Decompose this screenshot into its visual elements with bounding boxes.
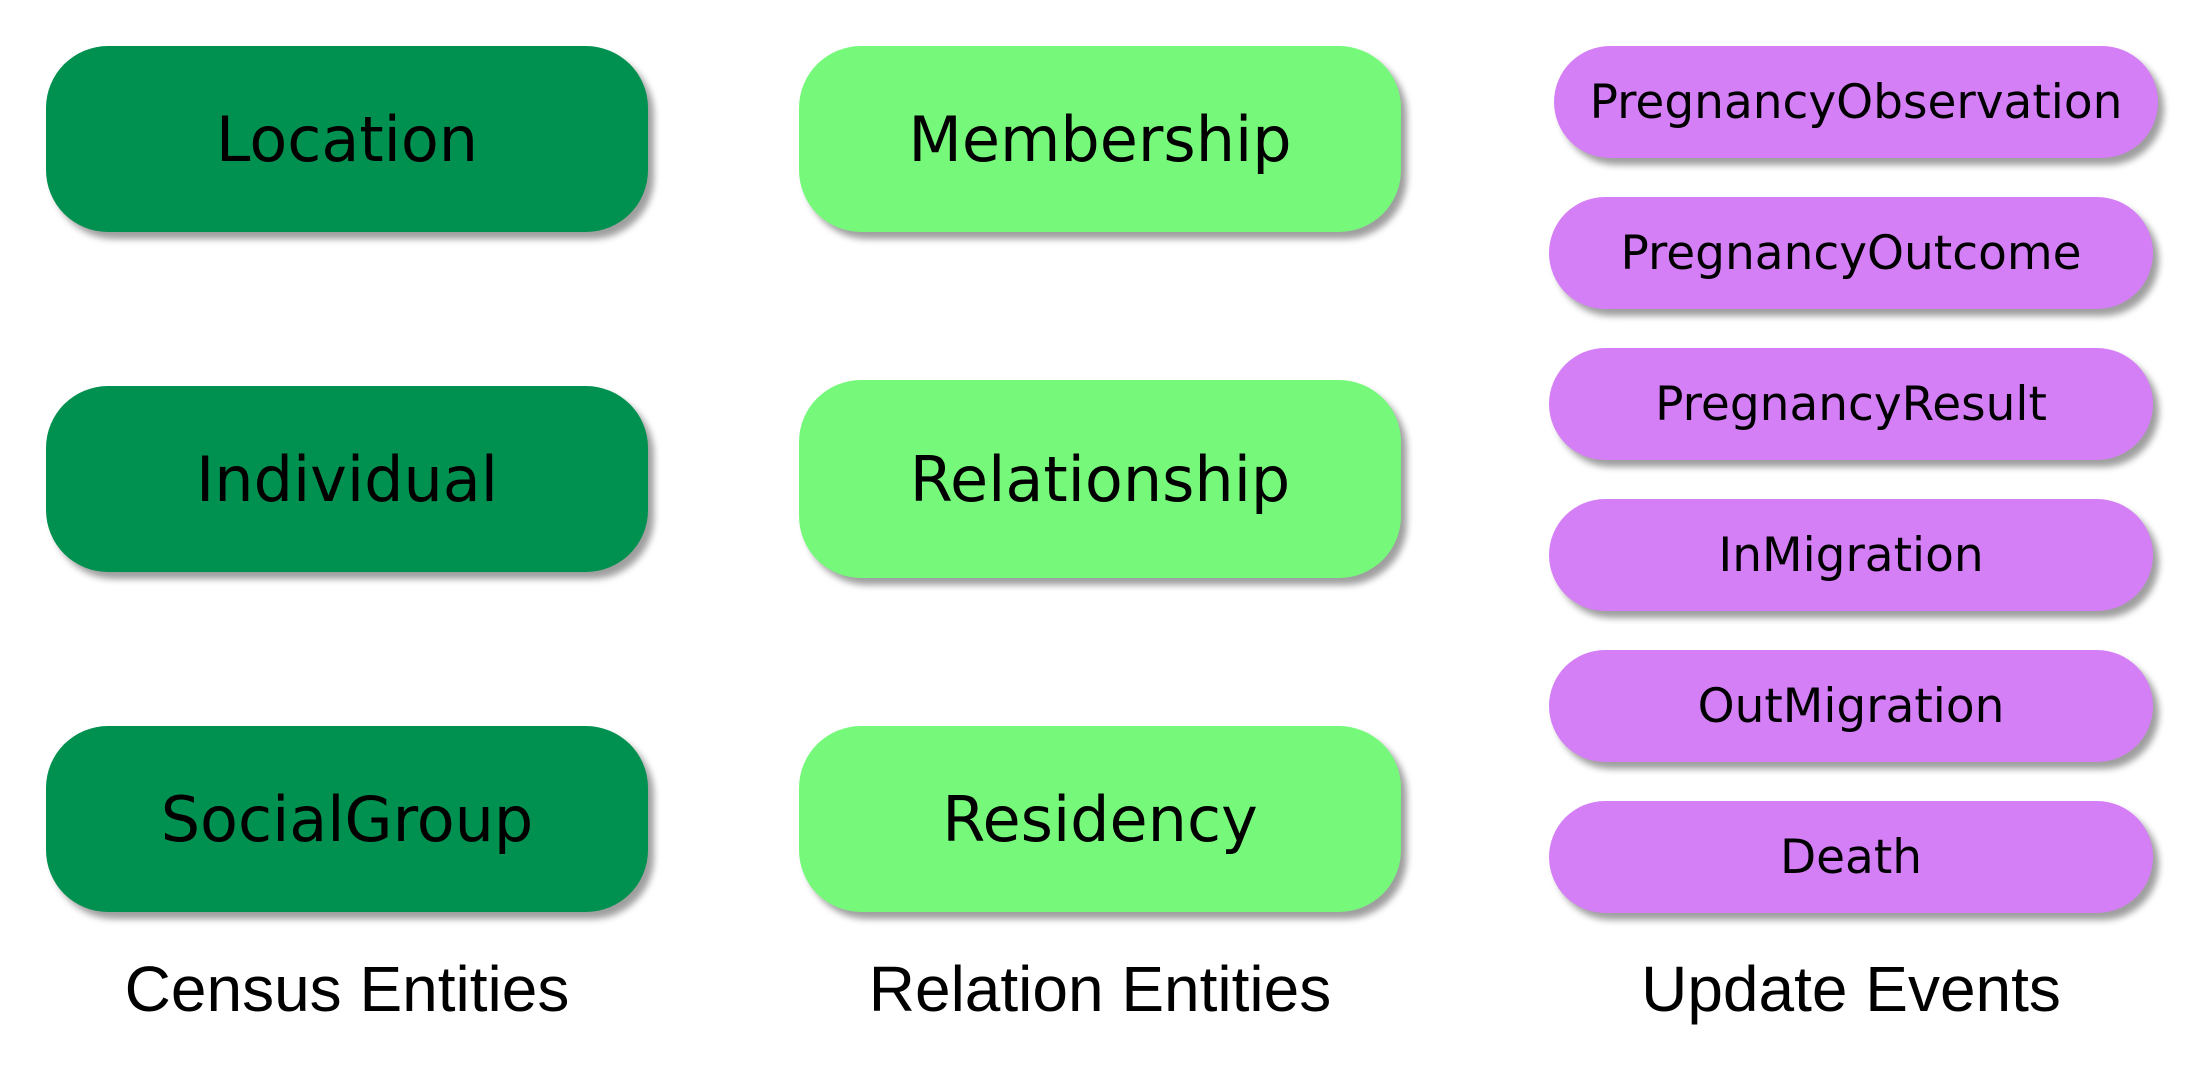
entity-label: Residency <box>942 782 1258 856</box>
census-entity-socialgroup: SocialGroup <box>46 726 648 912</box>
entity-label: Relationship <box>909 442 1291 516</box>
event-pregnancy-result: PregnancyResult <box>1549 348 2153 460</box>
event-label: PregnancyObservation <box>1589 74 2123 130</box>
event-label: PregnancyResult <box>1655 376 2047 432</box>
census-entity-location: Location <box>46 46 648 232</box>
event-out-migration: OutMigration <box>1549 650 2153 762</box>
relation-entity-relationship: Relationship <box>799 380 1401 578</box>
entity-label: Individual <box>196 442 498 516</box>
event-label: OutMigration <box>1697 678 2005 734</box>
census-entities-caption: Census Entities <box>124 953 570 1025</box>
entity-label: Location <box>215 102 479 176</box>
event-pregnancy-outcome: PregnancyOutcome <box>1549 197 2153 309</box>
update-events-caption: Update Events <box>1641 953 2061 1025</box>
event-death: Death <box>1549 801 2153 913</box>
relation-entity-membership: Membership <box>799 46 1401 232</box>
entity-label: SocialGroup <box>160 782 534 856</box>
census-entity-individual: Individual <box>46 386 648 572</box>
relation-entity-residency: Residency <box>799 726 1401 912</box>
event-pregnancy-observation: PregnancyObservation <box>1554 46 2158 158</box>
event-label: Death <box>1779 829 1923 885</box>
entity-label: Membership <box>908 102 1292 176</box>
event-label: PregnancyOutcome <box>1620 225 2082 281</box>
relation-entities-caption: Relation Entities <box>868 953 1332 1025</box>
event-label: InMigration <box>1718 527 1984 583</box>
event-in-migration: InMigration <box>1549 499 2153 611</box>
